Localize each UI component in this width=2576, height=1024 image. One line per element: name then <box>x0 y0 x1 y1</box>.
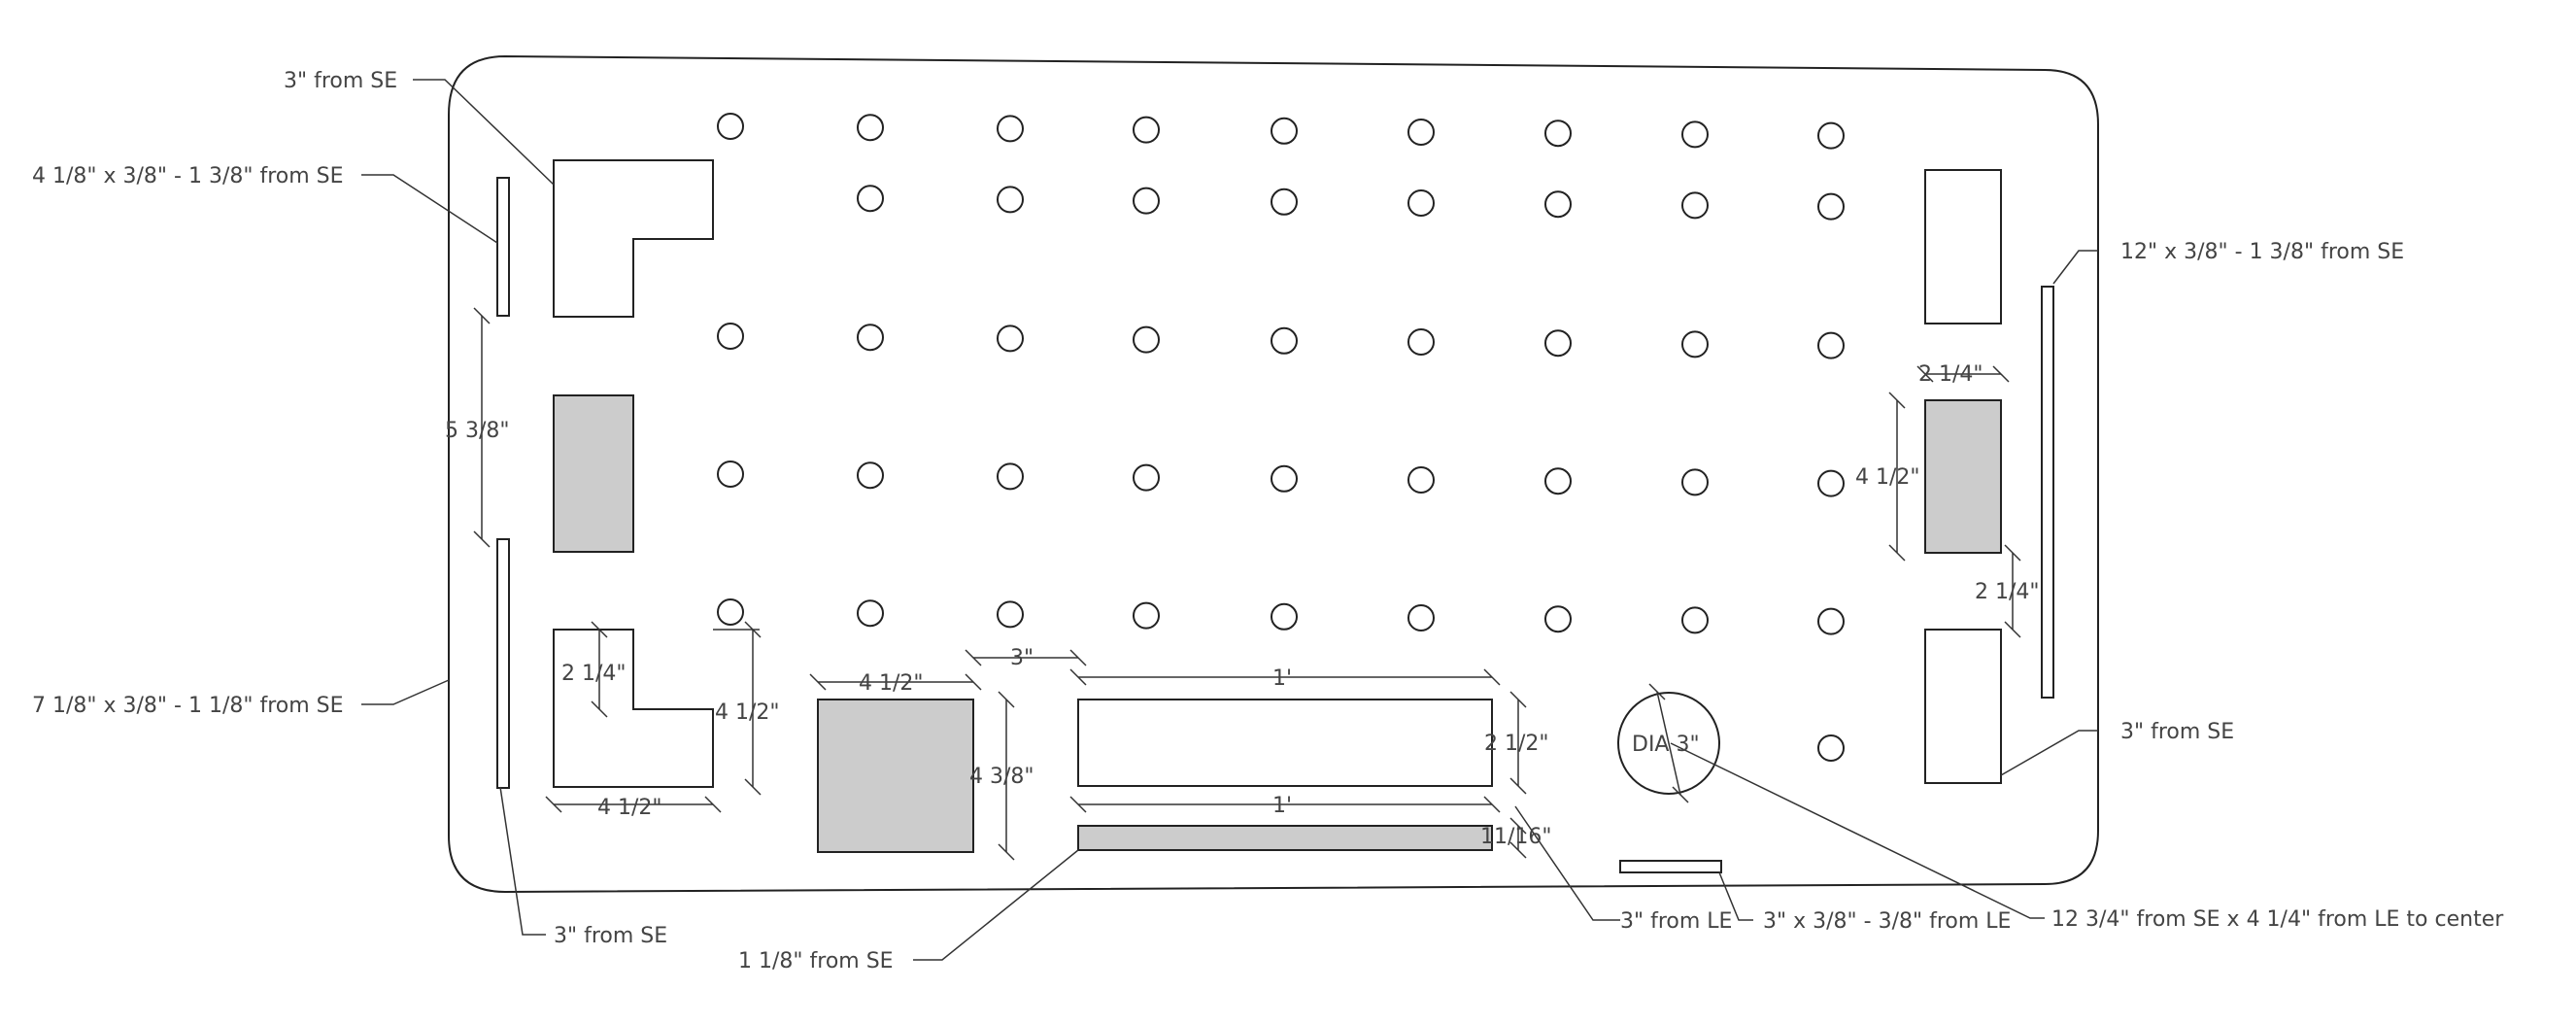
dim-right-width: 2 1/4" <box>1918 362 1983 387</box>
dim-sq-width: 4 1/2" <box>859 671 924 696</box>
callout-bottom-slot: 3" x 3/8" - 3/8" from LE <box>1763 909 2011 934</box>
hole <box>1544 119 1572 148</box>
right-rect-top <box>1924 169 2002 324</box>
hole <box>1817 121 1845 150</box>
right-slot <box>2041 286 2054 699</box>
hole <box>997 324 1024 353</box>
hole <box>1817 607 1845 635</box>
hole <box>1133 187 1160 215</box>
hole <box>1271 117 1298 145</box>
hole <box>1133 601 1160 630</box>
hole <box>1271 188 1298 216</box>
callout-from-le: 3" from LE <box>1620 909 1732 934</box>
hole <box>857 461 884 490</box>
hole <box>1133 463 1160 492</box>
hole <box>1271 464 1298 493</box>
hole <box>1544 605 1572 633</box>
dim-right-height: 4 1/2" <box>1855 465 1920 490</box>
hole <box>1681 191 1709 220</box>
hole <box>1407 466 1435 494</box>
hole <box>1544 467 1572 495</box>
hole-grid <box>717 113 1845 762</box>
left-slot-bottom <box>496 538 510 789</box>
dim-bar-width: 1' <box>1272 794 1292 818</box>
shaded-rect-left <box>553 394 634 553</box>
long-rect <box>1077 699 1493 787</box>
callout-top-left-from-se: 3" from SE <box>284 69 397 93</box>
dim-rect-height: 2 1/2" <box>1484 732 1549 756</box>
dim-l-height: 4 1/2" <box>715 700 780 725</box>
hole <box>997 462 1024 491</box>
hole <box>1544 190 1572 219</box>
hole <box>1817 331 1845 359</box>
hole <box>1407 604 1435 631</box>
hole <box>1681 468 1709 496</box>
hole <box>1681 606 1709 634</box>
hole <box>1817 192 1845 221</box>
bottom-slot <box>1619 860 1722 873</box>
right-rect-bottom <box>1924 629 2002 784</box>
hole <box>1817 469 1845 497</box>
dim-right-gap: 2 1/4" <box>1975 580 2040 604</box>
hole <box>717 323 744 350</box>
l-cutout-bottom <box>553 629 714 788</box>
hole <box>1544 329 1572 358</box>
hole <box>997 115 1024 143</box>
board-outline <box>448 54 2099 894</box>
right-rect-shaded <box>1924 399 2002 554</box>
round-cutout <box>1617 692 1720 795</box>
callout-left-slot-bottom: 7 1/8" x 3/8" - 1 1/8" from SE <box>32 694 344 718</box>
hole <box>1681 330 1709 358</box>
hole <box>857 599 884 628</box>
hole <box>1817 734 1845 762</box>
hole <box>1407 328 1435 356</box>
l-cutout-top <box>553 159 714 318</box>
dim-l-notch: 2 1/4" <box>561 662 627 686</box>
shaded-square <box>817 699 974 853</box>
hole <box>857 114 884 142</box>
hole <box>1681 120 1709 149</box>
callout-right-slot: 12" x 3/8" - 1 3/8" from SE <box>2120 240 2404 264</box>
hole <box>1133 116 1160 144</box>
left-slot-top <box>496 177 510 317</box>
dim-rect-width: 1' <box>1272 666 1292 691</box>
hole <box>1271 602 1298 631</box>
hole <box>1271 326 1298 355</box>
dim-sq-height: 4 3/8" <box>969 765 1034 789</box>
shaded-bar <box>1077 825 1493 851</box>
hole <box>857 324 884 352</box>
dim-bar-height: 11/16" <box>1480 825 1552 849</box>
hole <box>717 113 744 140</box>
callout-left-slot-top: 4 1/8" x 3/8" - 1 3/8" from SE <box>32 164 344 188</box>
hole <box>997 600 1024 629</box>
leader-lines <box>361 79 2098 961</box>
dim-gap-left: 5 3/8" <box>445 419 510 443</box>
dimension-lines <box>473 307 2021 861</box>
hole <box>1407 189 1435 217</box>
hole <box>1407 119 1435 146</box>
dim-circle-dia: DIA 3" <box>1632 733 1700 757</box>
hole <box>717 598 744 626</box>
hole <box>857 185 884 213</box>
callout-bottom-left-from-se: 3" from SE <box>554 924 667 948</box>
callout-right-from-se: 3" from SE <box>2120 720 2234 744</box>
callout-circle-center: 12 3/4" from SE x 4 1/4" from LE to cent… <box>2051 907 2504 932</box>
callout-bar-from-se: 1 1/8" from SE <box>738 949 894 973</box>
hole <box>717 461 744 488</box>
hole <box>1133 325 1160 354</box>
dim-l-width: 4 1/2" <box>597 796 662 820</box>
hole <box>997 186 1024 214</box>
dim-spacing: 3" <box>1010 646 1034 670</box>
